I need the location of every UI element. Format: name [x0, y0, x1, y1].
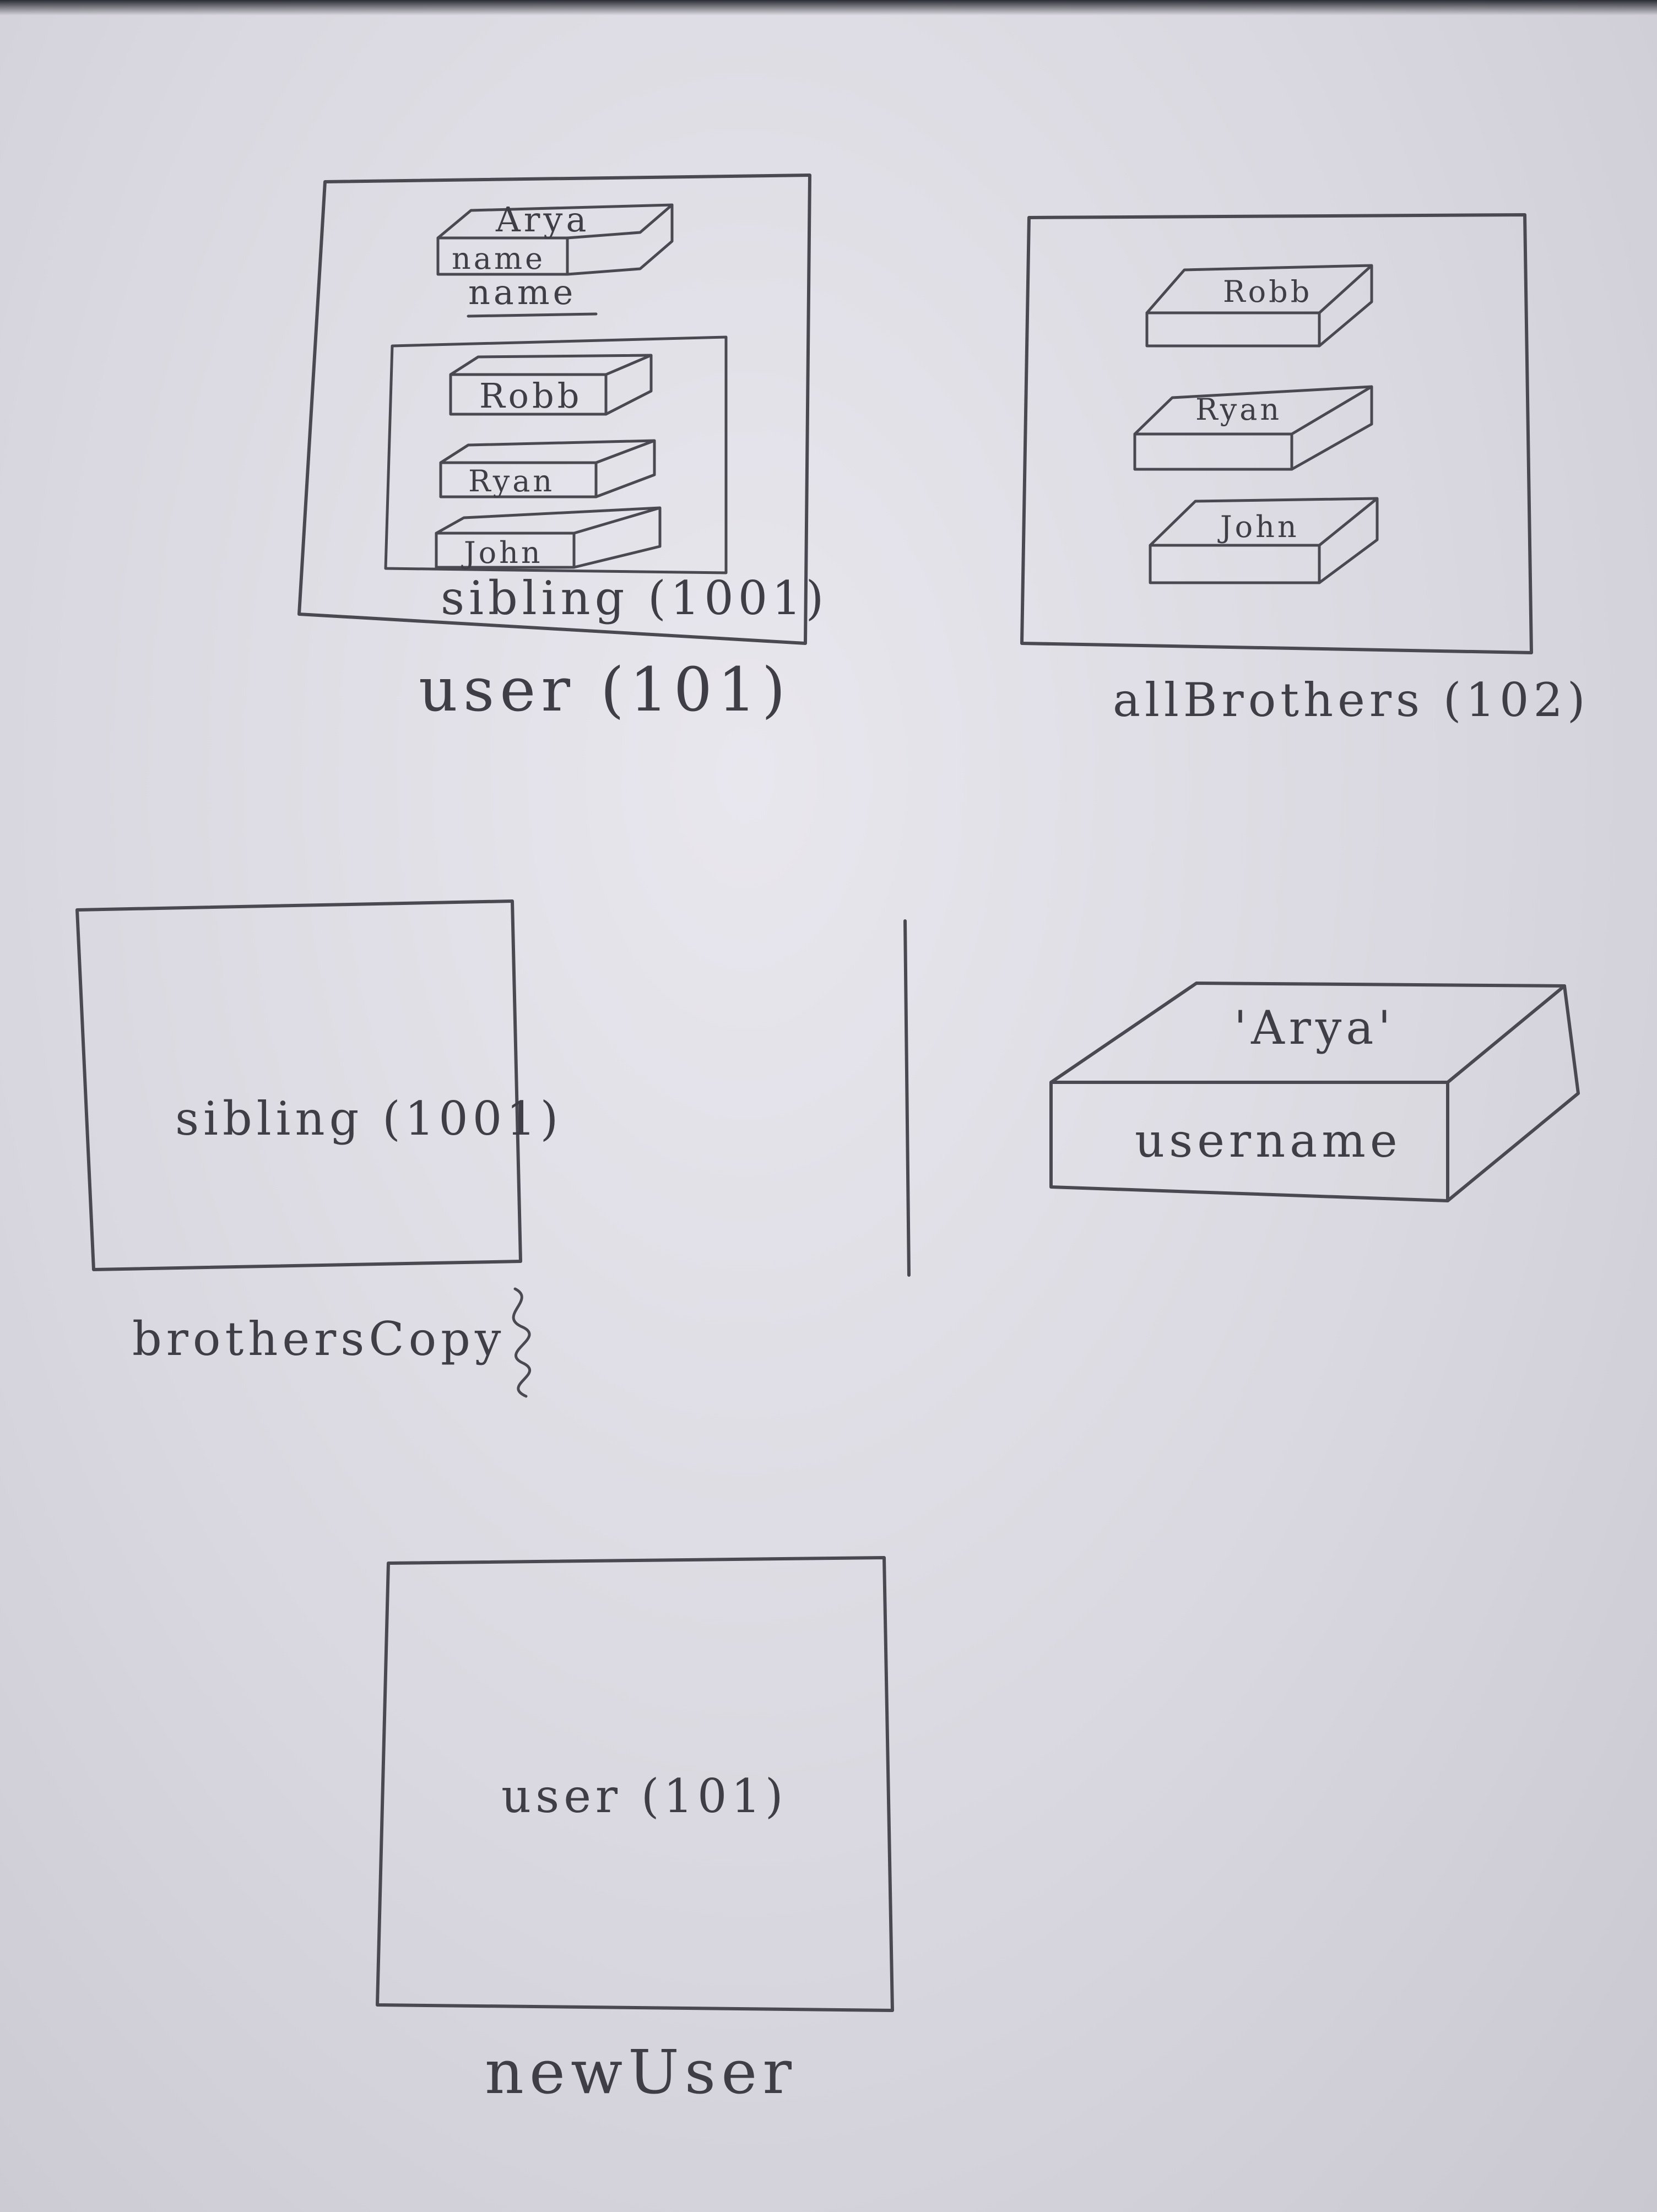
brothers-item-robb: Robb [1145, 264, 1373, 348]
sibling-item-ryan: Ryan [439, 439, 656, 498]
sibling-inner-outline [384, 335, 728, 574]
sibling-item-john: John [435, 506, 662, 570]
brothers-copy-caption: brothersCopy [132, 1312, 505, 1366]
new-user-outline [376, 1556, 894, 2012]
sibling-ryan-3d [439, 439, 656, 498]
new-user-content: user (101) [501, 1769, 788, 1823]
sibling-john-3d [435, 506, 662, 569]
brothers-robb-3d [1145, 264, 1373, 348]
username-value: 'Arya' [1234, 1001, 1395, 1055]
sibling-john-label: John [461, 535, 543, 570]
name-field-side [566, 203, 674, 276]
username-block-side [1446, 984, 1580, 1202]
name-field: Arya name name [436, 199, 674, 318]
scribble-mark [512, 1287, 532, 1398]
brothers-john-3d [1149, 497, 1379, 584]
name-caption: name [468, 272, 576, 312]
sibling-robb-3d [449, 354, 653, 416]
name-caption-underline [467, 312, 598, 318]
sibling-inner-box: Robb Ryan John [384, 335, 728, 574]
brothers-ryan-front [1133, 432, 1293, 471]
username-block: 'Arya' username [1049, 982, 1580, 1202]
all-brothers-outline [1020, 213, 1533, 654]
brothers-copy-outline [75, 899, 522, 1271]
brothers-ryan-label: Ryan [1195, 392, 1282, 427]
sibling-robb-label: Robb [479, 376, 582, 416]
brothers-item-john: John [1149, 497, 1379, 584]
brothers-john-front [1149, 544, 1321, 584]
brothers-copy-content: sibling (1001) [175, 1092, 562, 1146]
brothers-item-ryan: Ryan [1133, 385, 1373, 471]
all-brothers-caption: allBrothers (102) [1113, 673, 1590, 727]
brothers-john-label: John [1217, 509, 1299, 544]
all-brothers-box: Robb Ryan John [1020, 213, 1533, 654]
brothers-robb-front [1145, 311, 1321, 348]
brothers-ryan-3d [1133, 385, 1373, 471]
username-face-label: username [1135, 1114, 1402, 1168]
sibling-item-robb: Robb [449, 354, 653, 416]
new-user-caption: newUser [485, 2037, 797, 2107]
divider-line [903, 919, 911, 1277]
user-box-caption: user (101) [419, 654, 791, 725]
photo-top-edge [0, 0, 1657, 15]
sibling-ryan-label: Ryan [468, 464, 555, 498]
name-face-label: name [452, 241, 545, 276]
sibling-inner-caption: sibling (1001) [441, 571, 828, 625]
user-box: Arya name name Robb Ryan John si [297, 174, 828, 645]
new-user-box: user (101) [376, 1556, 894, 2012]
brothers-robb-label: Robb [1223, 274, 1312, 309]
user-box-outline [297, 174, 811, 645]
brothers-copy-box: sibling (1001) [75, 899, 562, 1271]
username-block-top [1049, 982, 1566, 1084]
name-value: Arya [495, 199, 589, 240]
